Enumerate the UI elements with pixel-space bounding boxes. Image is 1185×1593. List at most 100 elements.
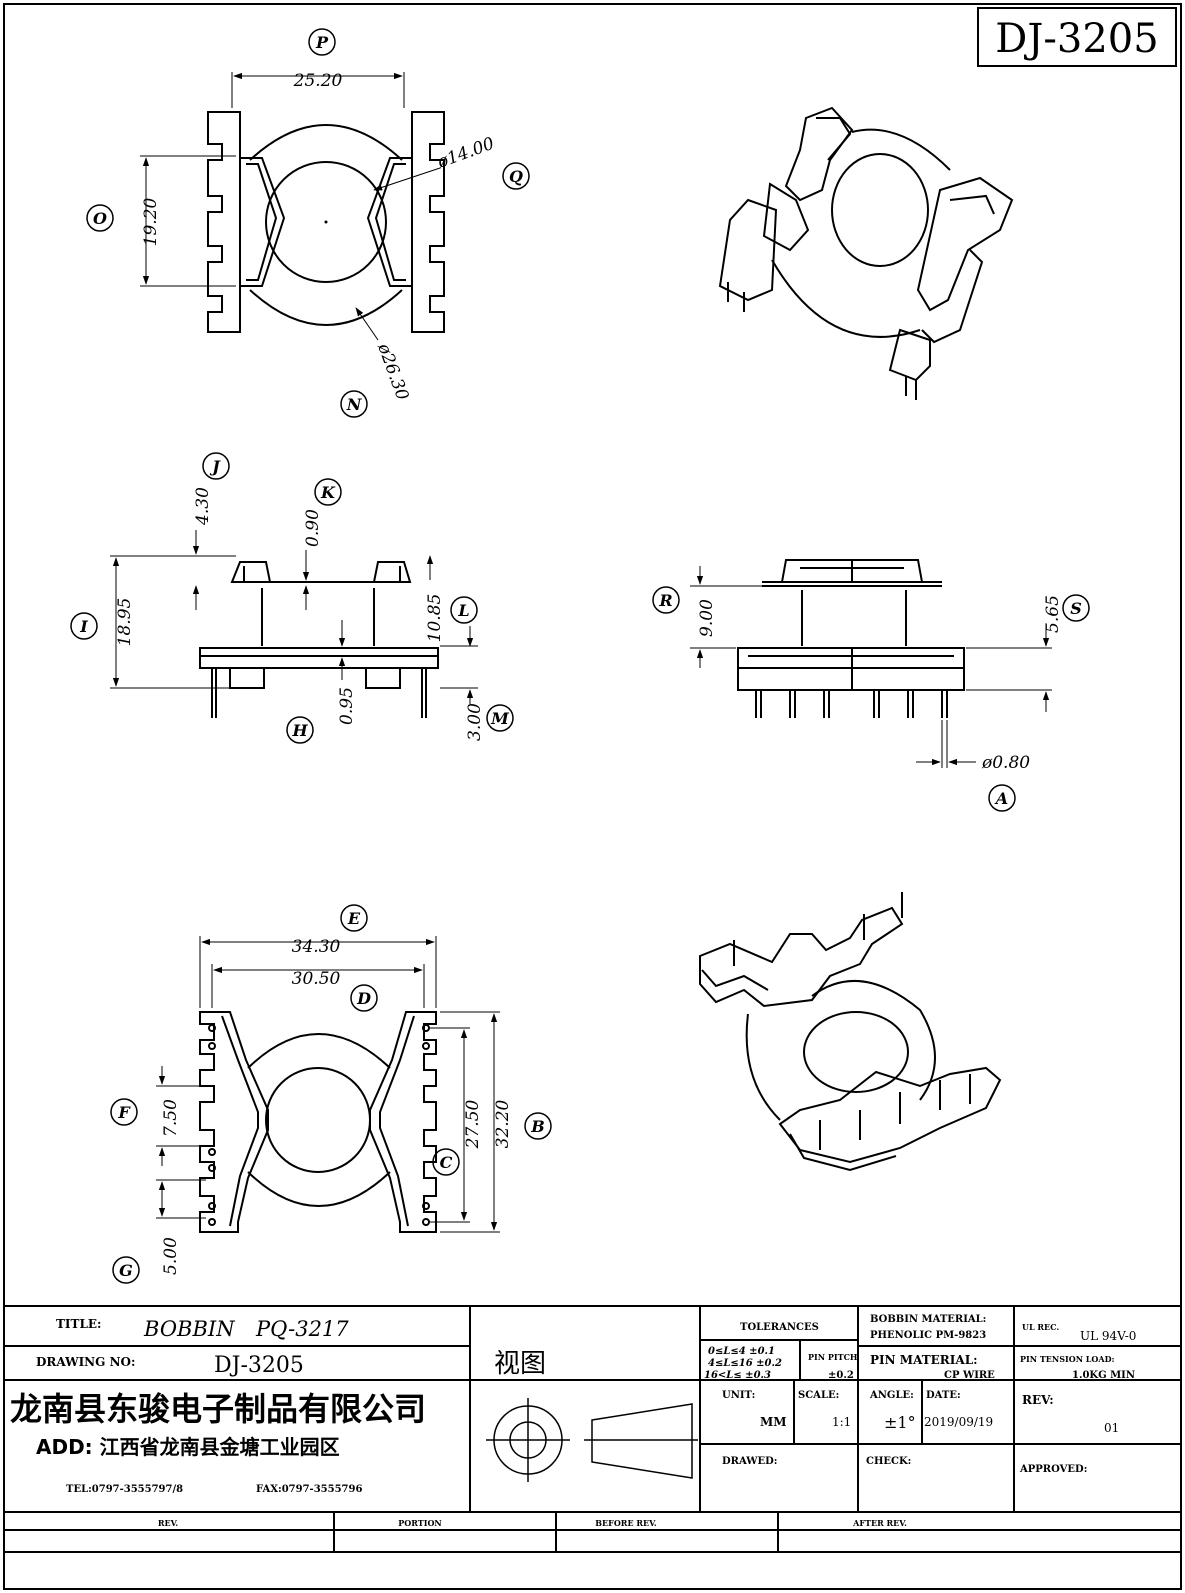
front-view: [737, 559, 965, 691]
top-view-dims: [140, 72, 441, 341]
date-label: DATE:: [926, 1390, 961, 1401]
label-d: D: [356, 989, 371, 1008]
bobbin-material-value: PHENOLIC PM-9823: [870, 1330, 986, 1341]
pin-material-value: CP WIRE: [944, 1370, 995, 1381]
label-circle-o: [86, 204, 114, 232]
dim-F: 7.50: [161, 1099, 181, 1137]
dim-E: 34.30: [292, 937, 341, 957]
label-o: O: [93, 209, 107, 228]
angle-value: ±1°: [884, 1413, 916, 1432]
footer-after: AFTER REV.: [852, 1518, 907, 1528]
drawing-no-label: DRAWING NO:: [36, 1355, 135, 1369]
label-circle-f: [110, 1098, 138, 1126]
label-circle-h: [286, 716, 314, 744]
rev-label: REV:: [1022, 1393, 1054, 1407]
label-circle-n: [340, 390, 368, 418]
label-h: H: [291, 721, 308, 740]
unit-value: MM: [760, 1415, 787, 1429]
drawing-no-value: DJ-3205: [214, 1353, 304, 1378]
dim-N: ø26.30: [373, 340, 412, 403]
dim-L: 10.85: [425, 594, 445, 643]
side-view: [199, 561, 439, 718]
check-label: CHECK:: [866, 1456, 911, 1467]
dim-D: 30.50: [292, 969, 341, 989]
rev-value: 01: [1104, 1421, 1119, 1435]
label-p: P: [315, 33, 329, 52]
view-label: 视图: [494, 1349, 546, 1379]
footer-before: BEFORE REV.: [595, 1518, 657, 1528]
label-circles: P Q O N J K I L H M R S A E D F B C G: [70, 28, 1090, 1284]
title-label: TITLE:: [56, 1317, 102, 1331]
label-l: L: [457, 601, 469, 620]
label-circle-d: [350, 984, 378, 1012]
label-i: I: [79, 617, 88, 636]
iso-view-bottom: [699, 892, 1002, 1172]
label-circle-i: [70, 612, 98, 640]
pin-pitch-label: PIN PITCH: [808, 1352, 858, 1362]
pin-pitch-value: ±0.2: [828, 1370, 854, 1381]
dim-M: 3.00: [465, 703, 485, 741]
tolerances-label: TOLERANCES: [740, 1322, 819, 1333]
scale-value: 1:1: [832, 1415, 851, 1429]
label-q: Q: [509, 167, 523, 186]
dim-H: 0.95: [337, 687, 357, 725]
label-n: N: [346, 395, 363, 414]
dim-I: 18.95: [115, 598, 135, 647]
tel: TEL:0797-3555797/8: [66, 1484, 183, 1495]
projection-symbol: [486, 1398, 698, 1482]
dim-S: 5.65: [1043, 595, 1063, 633]
angle-label: ANGLE:: [869, 1390, 914, 1401]
tol-3: 16<L≤ ±0.3: [704, 1370, 771, 1381]
dim-A: ø0.80: [981, 753, 1030, 773]
label-a: A: [994, 789, 1008, 808]
fax: FAX:0797-3555796: [256, 1484, 362, 1495]
label-s: S: [1070, 599, 1082, 618]
label-k: K: [320, 483, 336, 502]
label-b: B: [530, 1117, 545, 1136]
title-block: [4, 1305, 1181, 1553]
label-circle-r: [652, 586, 680, 614]
top-view: [207, 111, 445, 333]
front-view-pins: [755, 690, 948, 718]
approved-label: APPROVED:: [1019, 1464, 1087, 1475]
label-e: E: [347, 909, 361, 928]
label-f: F: [117, 1103, 131, 1122]
footer-rev: REV.: [158, 1518, 179, 1528]
tol-2: 4≤L≤16 ±0.2: [708, 1358, 782, 1369]
label-g: G: [119, 1261, 133, 1280]
dim-P: 25.20: [293, 71, 343, 91]
dim-R: 9.00: [697, 599, 717, 637]
label-r: R: [658, 591, 672, 610]
company-name: 龙南县东骏电子制品有限公司: [10, 1390, 426, 1428]
dim-G: 5.00: [161, 1237, 181, 1275]
iso-view-top: [718, 106, 1014, 400]
pin-material-label: PIN MATERIAL:: [870, 1353, 978, 1367]
dim-B: 32.20: [493, 1099, 513, 1148]
label-circle-b: [524, 1112, 552, 1140]
pin-tension-value: 1.0KG MIN: [1072, 1370, 1135, 1381]
dim-J: 4.30: [193, 487, 213, 526]
dim-O: 19.20: [141, 197, 161, 246]
label-circle-k: [314, 478, 342, 506]
label-circle-l: [450, 596, 478, 624]
dim-C: 27.50: [463, 1099, 483, 1149]
label-circle-g: [112, 1256, 140, 1284]
ul-rec-label: UL REC.: [1022, 1322, 1059, 1332]
label-c: C: [440, 1153, 453, 1172]
drawed-label: DRAWED:: [722, 1456, 777, 1467]
label-circle-j: [202, 452, 230, 480]
drawing-code-box: [977, 7, 1177, 67]
label-circle-e: [340, 904, 368, 932]
label-circle-p: [308, 28, 336, 56]
company-address: ADD: 江西省龙南县金塘工业园区: [36, 1435, 340, 1459]
label-j: J: [209, 457, 221, 476]
dim-K: 0.90: [303, 509, 323, 547]
pin-tension-label: PIN TENSION LOAD:: [1020, 1354, 1115, 1364]
date-value: 2019/09/19: [924, 1415, 993, 1429]
bottom-view: [199, 1011, 437, 1233]
side-view-dims: [110, 530, 478, 704]
title-value-2: PQ-3217: [255, 1317, 349, 1341]
footer-portion: PORTION: [398, 1518, 441, 1528]
label-m: M: [490, 709, 510, 728]
label-circle-c: [432, 1148, 460, 1176]
